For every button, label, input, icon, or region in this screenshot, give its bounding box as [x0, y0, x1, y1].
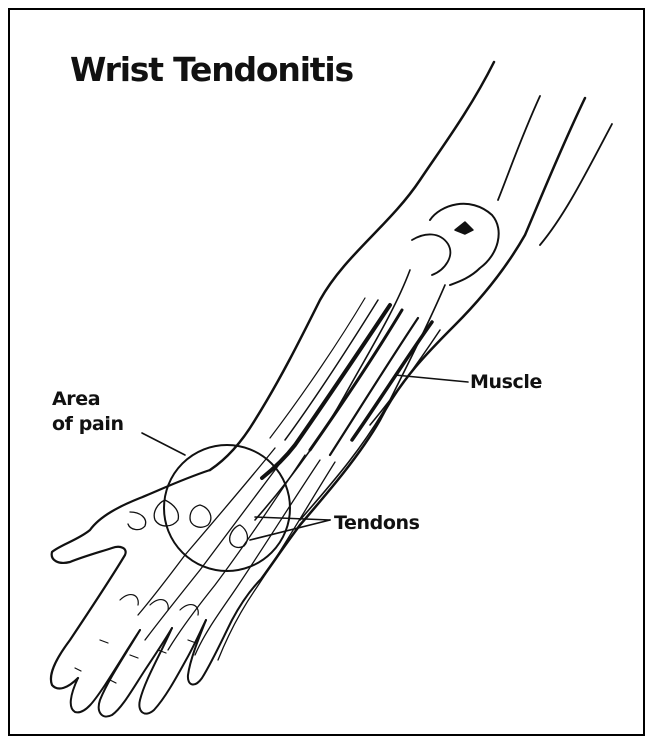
arm-outline-inner [498, 96, 540, 200]
area-of-pain-label-line-1: Area [52, 387, 124, 412]
elbow-bone [430, 204, 499, 285]
ulna-bone [300, 285, 445, 520]
arm-outline-left [210, 62, 494, 470]
area-of-pain-label: Area of pain [52, 387, 124, 437]
tendons-leader-2 [255, 517, 330, 520]
area-of-pain-leader [142, 433, 185, 455]
arm-outline-right [262, 98, 585, 578]
finger-4 [188, 578, 262, 684]
area-of-pain-label-line-2: of pain [52, 412, 124, 437]
tendon-line [145, 450, 290, 640]
arm-outline-inner-2 [540, 124, 612, 245]
pain-area-circle [164, 445, 290, 571]
diagram-title: Wrist Tendonitis [70, 50, 353, 89]
tendons-label: Tendons [334, 511, 420, 536]
muscle-label: Muscle [470, 370, 542, 395]
finger-2 [99, 628, 172, 717]
